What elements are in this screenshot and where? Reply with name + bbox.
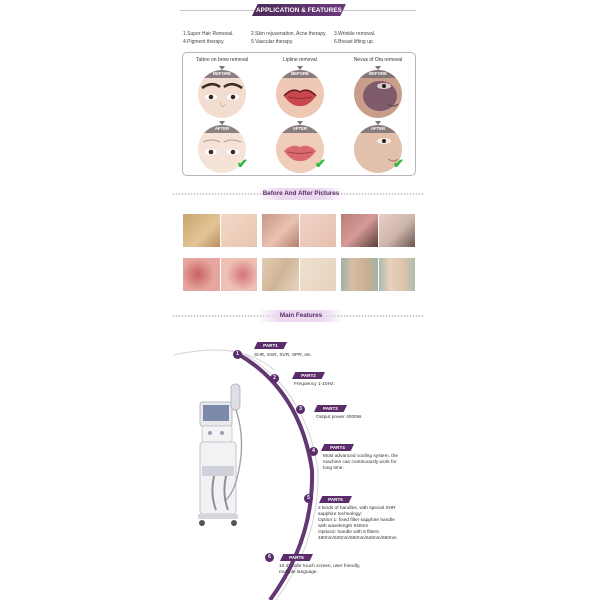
description-line: with wavelength 640nm [318, 524, 369, 529]
feature-item: 6.Breast lifting up. [334, 39, 375, 45]
before-label: BEFORE [354, 70, 402, 78]
before-after-photo [341, 258, 415, 291]
arrow-down-icon [219, 121, 225, 125]
part-number-badge: 2 [270, 374, 279, 383]
arrow-down-icon [297, 66, 303, 70]
part-tag: PART6 [280, 554, 313, 561]
description-line: 2 kinds of handles, with special SHR [318, 506, 396, 511]
description-line: Most advanced cooling system, the [323, 454, 398, 459]
case-nevus: Nevus of Ota removal BEFORE AFTER ✔ [339, 53, 417, 175]
case-brow: Tattoo on brow removal BEFORE AFTER [183, 53, 261, 175]
case-title: Lipline removal [283, 57, 317, 63]
section-title-before-after: Before And After Pictures [258, 188, 344, 200]
part-number-badge: 6 [265, 553, 274, 562]
before-label: BEFORE [198, 70, 246, 78]
description-line: Frequency 1-10Hz. [294, 382, 335, 387]
part-description: Output power 4000W. [316, 415, 362, 421]
description-line: long time. [323, 466, 344, 471]
part-tag: PART3 [314, 405, 347, 412]
description-line: 480nm/530nm/590nm/640nm/690nm [318, 536, 397, 541]
case-title: Nevus of Ota removal [353, 57, 403, 63]
before-photo: BEFORE [354, 70, 402, 118]
checkmark-icon: ✔ [315, 156, 326, 171]
feature-item: 1.Super Hair Removal. [183, 31, 234, 37]
after-photo: AFTER [354, 125, 402, 173]
description-line: 10.4" color touch screen, user friendly, [279, 564, 361, 569]
feature-row: 1.Super Hair Removal. 2.Skin rejuvenation… [183, 30, 423, 38]
arrow-down-icon [375, 66, 381, 70]
before-after-photo [183, 214, 257, 247]
feature-row: 4.Pigment therapy. 5.Vascular therapy. 6.B… [183, 38, 423, 46]
before-after-photo [183, 258, 257, 291]
case-lipline: Lipline removal BEFORE AFTER ✔ [261, 53, 339, 175]
feature-item: 3.Wrinkle removal. [334, 31, 376, 37]
after-label: AFTER [276, 125, 324, 133]
part-description: SHR, SSR, SVR, SPR, etc. [254, 353, 312, 359]
before-after-photo [262, 258, 336, 291]
checkmark-icon: ✔ [393, 156, 404, 171]
treatment-cases-panel: Tattoo on brow removal BEFORE AFTER [182, 52, 416, 176]
after-photo: AFTER [198, 125, 246, 173]
part-description: 2 kinds of handles, with special SHR sap… [318, 506, 397, 542]
part-number-badge: 4 [309, 447, 318, 456]
after-photo: AFTER [276, 125, 324, 173]
checkmark-icon: ✔ [237, 156, 248, 171]
before-label: BEFORE [276, 70, 324, 78]
arrow-down-icon [375, 121, 381, 125]
description-line: machine can continuously work for [323, 460, 397, 465]
part-tag: PART4 [321, 444, 354, 451]
description-line: multiple language. [279, 570, 318, 575]
feature-item: 4.Pigment therapy. [183, 39, 225, 45]
case-title: Tattoo on brow removal [196, 57, 248, 63]
before-photo: BEFORE [276, 70, 324, 118]
section-title-main-features: Main Features [258, 310, 344, 322]
before-photo: BEFORE [198, 70, 246, 118]
part-tag: PART2 [292, 372, 325, 379]
part-description: Frequency 1-10Hz. [294, 382, 335, 388]
description-line: Output power 4000W. [316, 415, 363, 420]
part-number-badge: 1 [233, 350, 242, 359]
feature-item: 2.Skin rejuvenation, Acne therapy. [251, 31, 327, 37]
feature-item: 5.Vascular therapy. [251, 39, 294, 45]
description-line: SHR, SSR, SVR, SPR, etc. [254, 353, 313, 358]
description-line: sapphire technology: [318, 512, 363, 517]
description-line: Option 1: fixed filter sapphire handle [318, 518, 395, 523]
part-description: Most advanced cooling system, the machin… [323, 454, 398, 472]
page-title: APPLICATION & FEATURES [252, 4, 346, 16]
part-number-badge: 3 [296, 405, 305, 414]
feature-list: 1.Super Hair Removal. 2.Skin rejuvenation… [183, 30, 423, 46]
description-line: Option2: handle with 5 filters: [318, 530, 380, 535]
part-description: 10.4" color touch screen, user friendly,… [279, 564, 360, 576]
arrow-down-icon [219, 66, 225, 70]
before-after-photo [341, 214, 415, 247]
part-tag: PART5 [319, 496, 352, 503]
arrow-down-icon [297, 121, 303, 125]
after-label: AFTER [198, 125, 246, 133]
before-after-photo [262, 214, 336, 247]
after-label: AFTER [354, 125, 402, 133]
part-number-badge: 5 [304, 494, 313, 503]
part-tag: PART1 [254, 342, 287, 349]
ipl-machine-image [198, 383, 243, 526]
